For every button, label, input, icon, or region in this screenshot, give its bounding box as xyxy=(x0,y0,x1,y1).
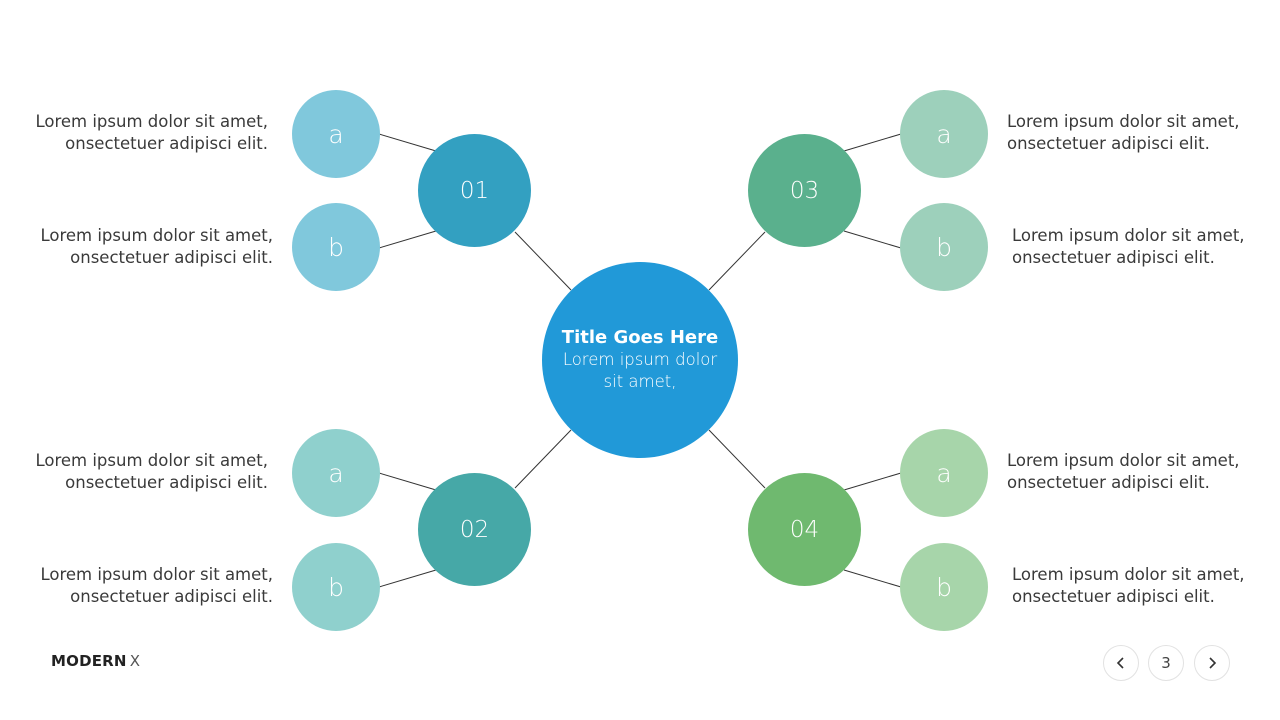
description-line-1: Lorem ipsum dolor sit amet, xyxy=(1007,451,1240,470)
branch-node-03: 03 xyxy=(748,134,861,247)
description-02-b: Lorem ipsum dolor sit amet, onsectetuer … xyxy=(23,564,273,608)
connector-01-b xyxy=(378,230,437,249)
sub-node-01-a: a xyxy=(292,90,380,178)
sub-node-04-a: a xyxy=(900,429,988,517)
description-line-1: Lorem ipsum dolor sit amet, xyxy=(35,112,268,131)
description-03-a: Lorem ipsum dolor sit amet, onsectetuer … xyxy=(1007,111,1257,155)
description-line-1: Lorem ipsum dolor sit amet, xyxy=(40,565,273,584)
description-04-a: Lorem ipsum dolor sit amet, onsectetuer … xyxy=(1007,450,1257,494)
connector-01-a xyxy=(378,133,437,152)
connector-center-04 xyxy=(708,429,766,489)
description-line-2: onsectetuer adipisci elit. xyxy=(65,473,268,492)
brand-suffix: X xyxy=(129,652,141,670)
branch-node-02: 02 xyxy=(418,473,531,586)
sub-node-02-a: a xyxy=(292,429,380,517)
sub-node-04-b: b xyxy=(900,543,988,631)
connector-04-a xyxy=(843,472,902,491)
page-number: 3 xyxy=(1148,645,1184,681)
center-text: Lorem ipsum dolor sit amet, xyxy=(562,350,718,391)
description-line-2: onsectetuer adipisci elit. xyxy=(1007,134,1210,153)
description-line-2: onsectetuer adipisci elit. xyxy=(65,134,268,153)
connector-center-01 xyxy=(514,231,572,291)
chevron-right-icon xyxy=(1209,657,1217,669)
center-node: Title Goes Here Lorem ipsum dolor sit am… xyxy=(542,262,738,458)
description-line-2: onsectetuer adipisci elit. xyxy=(1007,473,1210,492)
description-line-2: onsectetuer adipisci elit. xyxy=(70,587,273,606)
description-line-1: Lorem ipsum dolor sit amet, xyxy=(1007,112,1240,131)
connector-02-b xyxy=(378,569,437,588)
description-line-2: onsectetuer adipisci elit. xyxy=(70,248,273,267)
connector-04-b xyxy=(843,569,902,588)
description-02-a: Lorem ipsum dolor sit amet, onsectetuer … xyxy=(18,450,268,494)
connector-center-02 xyxy=(514,429,572,489)
description-line-1: Lorem ipsum dolor sit amet, xyxy=(1012,565,1245,584)
connector-02-a xyxy=(378,472,437,491)
sub-node-01-b: b xyxy=(292,203,380,291)
connector-03-b xyxy=(843,230,902,249)
center-title: Title Goes Here xyxy=(561,327,719,348)
description-line-2: onsectetuer adipisci elit. xyxy=(1012,587,1215,606)
description-line-2: onsectetuer adipisci elit. xyxy=(1012,248,1215,267)
connector-center-03 xyxy=(708,231,766,291)
brand-name: MODERN xyxy=(51,652,127,670)
chevron-left-icon xyxy=(1116,657,1124,669)
description-line-1: Lorem ipsum dolor sit amet, xyxy=(1012,226,1245,245)
sub-node-02-b: b xyxy=(292,543,380,631)
description-line-1: Lorem ipsum dolor sit amet, xyxy=(35,451,268,470)
previous-slide-button[interactable] xyxy=(1103,645,1139,681)
connector-03-a xyxy=(843,133,902,152)
description-04-b: Lorem ipsum dolor sit amet, onsectetuer … xyxy=(1012,564,1262,608)
branch-node-04: 04 xyxy=(748,473,861,586)
sub-node-03-a: a xyxy=(900,90,988,178)
description-01-a: Lorem ipsum dolor sit amet, onsectetuer … xyxy=(18,111,268,155)
description-01-b: Lorem ipsum dolor sit amet, onsectetuer … xyxy=(23,225,273,269)
description-line-1: Lorem ipsum dolor sit amet, xyxy=(40,226,273,245)
next-slide-button[interactable] xyxy=(1194,645,1230,681)
branch-node-01: 01 xyxy=(418,134,531,247)
sub-node-03-b: b xyxy=(900,203,988,291)
description-03-b: Lorem ipsum dolor sit amet, onsectetuer … xyxy=(1012,225,1262,269)
